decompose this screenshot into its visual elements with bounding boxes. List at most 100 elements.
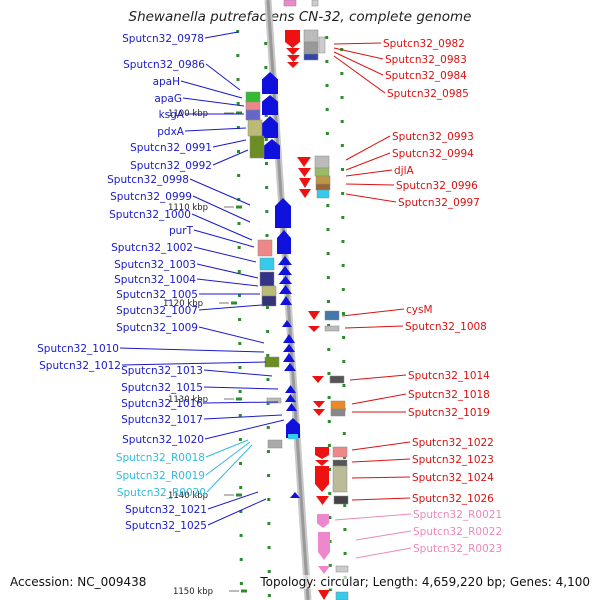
leader-line — [351, 497, 411, 501]
rna-feature — [288, 434, 298, 439]
feature-box — [303, 41, 319, 55]
reverse-gene-arrow — [312, 376, 324, 383]
feature-box — [257, 239, 273, 257]
reverse-gene-arrow — [318, 590, 330, 600]
labels-layer: Sputcn32_0978Sputcn32_0986apaHapaGksgApd… — [37, 33, 502, 555]
feature-box — [318, 36, 326, 54]
reverse-gene-block — [318, 532, 330, 560]
guide-dot — [237, 174, 241, 177]
gene-label: Sputcn32_0984 — [385, 70, 467, 82]
gene-label: Sputcn32_R0021 — [413, 509, 502, 521]
feature-box — [261, 285, 277, 297]
feature-box — [324, 310, 340, 321]
gene-label: Sputcn32_1002 — [111, 242, 193, 254]
gene-label: Sputcn32_1016 — [121, 398, 203, 410]
leader-line — [205, 63, 241, 91]
feature-box — [259, 271, 275, 287]
guide-dot — [266, 426, 270, 429]
guide-dot — [265, 234, 269, 237]
guide-dot — [328, 564, 332, 567]
gene-label: Sputcn32_1007 — [116, 305, 198, 317]
feature-box — [267, 439, 283, 449]
feature-box — [315, 175, 331, 185]
reverse-gene-block — [315, 447, 329, 459]
guide-dot — [326, 276, 330, 279]
guide-dot — [326, 228, 330, 231]
leader-line — [189, 178, 251, 206]
reverse-gene-arrow — [313, 409, 325, 416]
guide-dot — [236, 54, 240, 57]
guide-dot — [239, 486, 243, 489]
gene-label: Sputcn32_R0022 — [413, 526, 502, 538]
guide-dot — [265, 210, 269, 213]
forward-gene-arrow — [283, 334, 295, 343]
leader-line — [355, 530, 412, 541]
reverse-gene-arrow — [308, 326, 320, 332]
guide-dot — [341, 240, 345, 243]
gene-label: cysM — [406, 304, 433, 316]
gene-label: Sputcn32_R0019 — [116, 470, 205, 482]
forward-gene-arrow — [280, 296, 292, 305]
gene-label: Sputcn32_1021 — [125, 504, 207, 516]
gene-label: Sputcn32_0992 — [130, 160, 212, 172]
feature-box — [249, 135, 265, 159]
leader-line — [207, 498, 267, 526]
forward-gene-block — [275, 198, 291, 228]
leader-line — [345, 169, 393, 177]
guide-dot — [266, 450, 270, 453]
gene-label: Sputcn32_1000 — [109, 209, 191, 221]
guide-dot — [267, 498, 271, 501]
guide-dot — [264, 66, 268, 69]
reverse-gene-arrow — [318, 566, 330, 574]
guide-dot — [239, 510, 243, 513]
leader-line — [345, 152, 391, 171]
reverse-gene-block — [317, 514, 329, 528]
guide-dot — [265, 162, 268, 165]
gene-label: Sputcn32_1013 — [121, 365, 203, 377]
guide-dot — [265, 186, 269, 189]
gene-label: Sputcn32_1005 — [116, 289, 198, 301]
guide-dot — [342, 336, 346, 339]
gene-label: Sputcn32_1010 — [37, 343, 119, 355]
forward-gene-arrow — [279, 285, 292, 294]
reverse-gene-block — [315, 466, 329, 492]
leader-line — [198, 326, 265, 344]
guide-dot — [238, 390, 242, 393]
forward-gene-block — [286, 418, 300, 438]
leader-line — [333, 42, 382, 45]
guide-dot — [341, 168, 344, 171]
guide-dot — [340, 120, 344, 123]
guide-dot — [327, 420, 331, 423]
leader-line — [196, 263, 259, 279]
feature-box — [316, 189, 330, 199]
feature-box — [259, 257, 275, 271]
guide-dot — [237, 150, 240, 153]
feature-box — [311, 0, 319, 7]
leader-line — [351, 476, 411, 479]
tick-label: 1130 kbp — [168, 395, 208, 405]
reverse-gene-arrow — [297, 157, 311, 167]
gene-label: ksgA — [159, 109, 185, 121]
guide-dot — [341, 192, 345, 195]
guide-dot — [341, 216, 345, 219]
forward-gene-arrow — [285, 394, 296, 402]
forward-gene-arrow — [285, 385, 296, 393]
gene-label: apaH — [153, 76, 180, 88]
guide-dot — [342, 360, 346, 363]
gene-label: Sputcn32_0998 — [107, 174, 189, 186]
tick-label: 1110 kbp — [168, 203, 208, 213]
guide-dot — [342, 432, 346, 435]
reverse-gene-arrow — [287, 62, 299, 68]
guide-dot — [325, 84, 329, 87]
gene-label: Sputcn32_0999 — [110, 191, 192, 203]
leader-line — [341, 308, 405, 317]
gene-label: Sputcn32_1017 — [121, 414, 203, 426]
guide-dot — [264, 114, 268, 117]
gene-label: Sputcn32_1014 — [408, 370, 490, 382]
gene-label: Sputcn32_1012 — [39, 360, 121, 372]
gene-label: pdxA — [157, 126, 185, 138]
reverse-gene-arrow — [308, 311, 320, 320]
guide-dot — [341, 288, 345, 291]
leader-line — [351, 393, 407, 405]
